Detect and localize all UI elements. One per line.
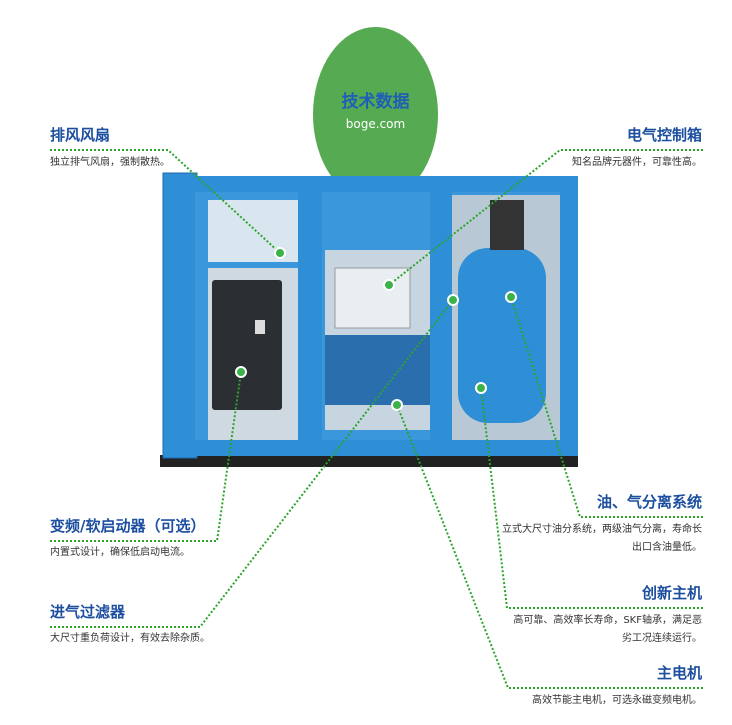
callout-desc-separator-2: 出口含油量低。 — [632, 542, 702, 553]
callout-title-separator: 油、气分离系统 — [596, 493, 702, 511]
marker-dot — [447, 294, 459, 306]
callout-line-motor — [396, 404, 703, 689]
callout-desc-airend: 高可靠、高效率长寿命，SKF轴承，满足恶 — [513, 615, 702, 626]
marker-dot — [391, 399, 403, 411]
marker-dot — [274, 247, 286, 259]
badge-url: boge.com — [345, 117, 406, 131]
marker-dot — [505, 291, 517, 303]
callout-desc-fan: 独立排气风扇，强制散热。 — [50, 157, 170, 168]
compressor-machine — [160, 172, 578, 467]
callout-desc-filter: 大尺寸重负荷设计，有效去除杂质。 — [50, 633, 210, 644]
callout-line-inverter — [50, 371, 242, 542]
callout-title-motor: 主电机 — [656, 664, 702, 682]
callout-title-control-box: 电气控制箱 — [626, 126, 702, 144]
callout-desc-airend-2: 劣工况连续运行。 — [622, 633, 702, 644]
callout-title-filter: 进气过滤器 — [50, 603, 126, 621]
callout-line-control-box — [388, 149, 703, 286]
marker-dot — [475, 382, 487, 394]
marker-dot — [383, 279, 395, 291]
callout-desc-inverter: 内置式设计，确保低启动电流。 — [50, 547, 190, 558]
callout-title-airend: 创新主机 — [641, 584, 702, 602]
callout-line-filter — [50, 299, 454, 628]
tech-data-badge: 技术数据 boge.com — [313, 27, 438, 202]
callout-desc-motor: 高效节能主电机，可选永磁变频电机。 — [532, 695, 702, 706]
callout-title-inverter: 变频/软启动器（可选） — [50, 517, 206, 535]
callout-desc-control-box: 知名品牌元器件，可靠性高。 — [572, 157, 702, 168]
callout-desc-separator: 立式大尺寸油分系统，两级油气分离，寿命长 — [502, 524, 702, 535]
callout-line-separator — [510, 296, 703, 518]
callout-title-fan: 排风风扇 — [50, 126, 111, 144]
callout-line-airend — [480, 387, 703, 609]
callout-line-fan — [50, 149, 281, 254]
badge-title: 技术数据 — [341, 92, 410, 112]
marker-dot — [235, 366, 247, 378]
